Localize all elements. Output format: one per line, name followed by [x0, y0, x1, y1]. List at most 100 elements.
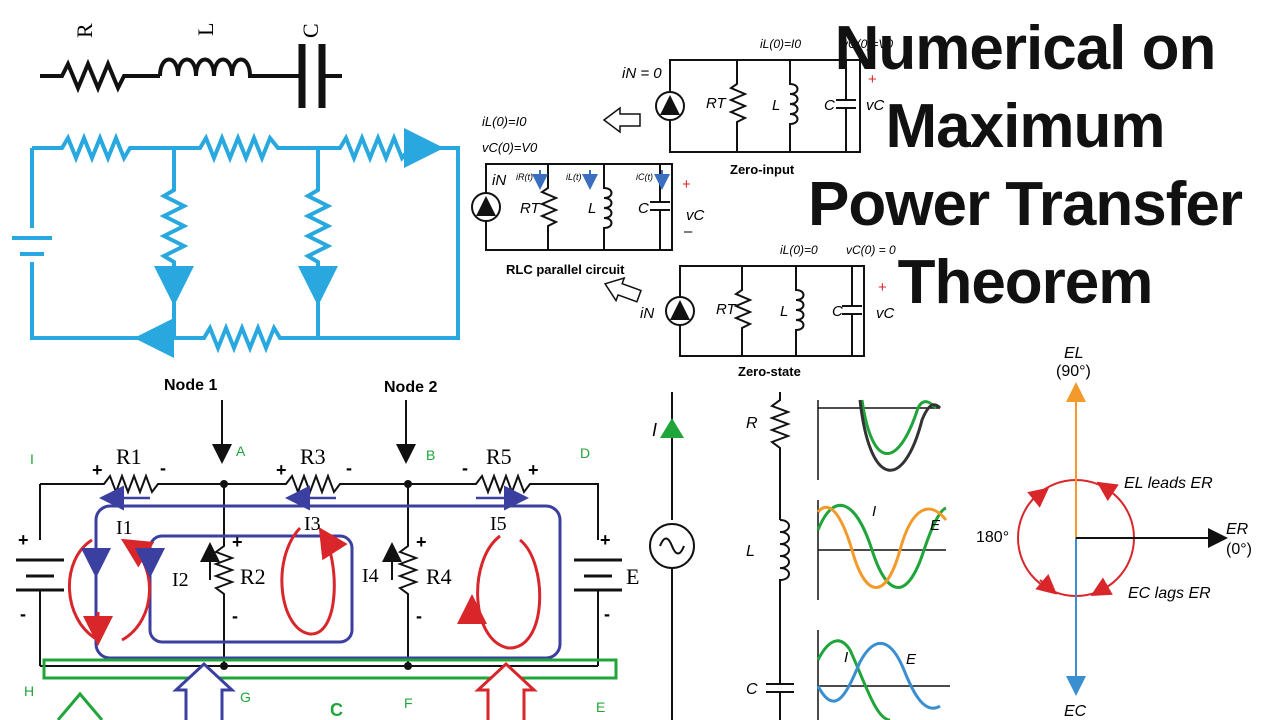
zero-input-vc-init: vC(0)=V0 [842, 37, 893, 51]
rlc-l-label: L [193, 23, 218, 36]
rlc-r-label: R [72, 23, 97, 38]
node-d-label: D [580, 445, 590, 461]
batt-right-plus: + [600, 530, 611, 550]
node2-label: Node 2 [384, 379, 437, 396]
r4-label: R4 [426, 564, 452, 589]
parallel-ic-label: iC(t) [636, 172, 653, 182]
title-line-4: Theorem [897, 248, 1154, 317]
parallel-rlc-circuit [471, 163, 673, 251]
zero-input-vc-label: vC [866, 97, 885, 114]
i3-label: I3 [304, 513, 321, 535]
phasor-er-label: ER [1226, 521, 1249, 538]
rlc-c-label: C [298, 23, 323, 38]
zero-state-il-init: iL(0)=0 [780, 243, 818, 257]
source-current-label: I [652, 420, 657, 440]
battery-e-label: E [626, 564, 639, 589]
zero-state-plus: + [878, 279, 887, 296]
parallel-il-init: iL(0)=I0 [482, 114, 527, 129]
r1-label: R1 [116, 444, 142, 469]
r3-plus: + [276, 460, 287, 480]
inductor-wave-i-label: I [872, 503, 876, 520]
parallel-c-label: C [638, 200, 649, 217]
current-arrow-icon [660, 418, 684, 438]
node-a-label: A [236, 443, 246, 459]
parallel-source-label: iN [492, 172, 506, 189]
mesh-loops [42, 504, 618, 680]
video-title: Numerical on Maximum Power Transfer Theo… [770, 10, 1280, 322]
batt-left-minus: - [20, 604, 26, 624]
parallel-il-label: iL(t) [566, 172, 582, 182]
i4-label: I4 [362, 565, 379, 587]
phasor-leads-label: EL leads ER [1124, 475, 1213, 492]
node-b-label: B [426, 447, 435, 463]
phasor-el-label: EL [1064, 345, 1084, 362]
zero-state-source-label: iN [640, 305, 654, 322]
node-h-label: H [24, 683, 34, 699]
node-c-label: C [330, 700, 343, 720]
r3-label: R3 [300, 444, 326, 469]
zero-input-in-label: iN = 0 [622, 65, 662, 82]
rlc-column [766, 392, 794, 720]
r2-plus: + [232, 532, 243, 552]
phasor-ec-label: EC [1064, 703, 1087, 720]
parallel-vc-init: vC(0)=V0 [482, 140, 538, 155]
zero-state-vc-label: vC [876, 305, 895, 322]
blue-ladder-circuit [12, 128, 460, 358]
capacitor-wave-i-label: I [844, 649, 848, 666]
phasor-diagram [1017, 382, 1228, 696]
zero-input-plus: + [868, 71, 877, 88]
zero-input-rt-label: RT [706, 95, 728, 112]
mesh-bottom-arrows [56, 661, 538, 720]
title-line-2: Maximum [885, 92, 1166, 161]
capacitor-waveform [816, 630, 950, 720]
node1-label: Node 1 [164, 377, 217, 394]
r3-minus: - [346, 458, 352, 478]
parallel-ir-label: iR(t) [516, 172, 533, 182]
title-line-1: Numerical on [834, 14, 1217, 83]
zero-input-c-label: C [824, 97, 835, 114]
ac-source-circuit [649, 392, 695, 720]
zero-state-arrow [603, 276, 642, 303]
r2-minus: - [232, 606, 238, 626]
zero-state-caption: Zero-state [738, 364, 801, 379]
node-e-label: E [596, 699, 605, 715]
zero-input-circuit [655, 59, 861, 153]
r1-plus: + [92, 460, 103, 480]
i5-label: I5 [490, 513, 507, 535]
batt-left-plus: + [18, 530, 29, 550]
resistor-waveform [817, 399, 942, 480]
wave-r-label: R [746, 415, 758, 432]
zero-state-c-label: C [832, 303, 843, 320]
mesh-circuit-wires [16, 400, 622, 667]
r1-minus: - [160, 458, 166, 478]
parallel-l-label: L [588, 200, 596, 217]
phasor-er-deg: (0°) [1226, 541, 1252, 558]
zero-input-arrow [602, 106, 641, 134]
r5-minus: - [462, 458, 468, 478]
rlc-series-symbols [40, 44, 342, 108]
inductor-wave-e-label: E [930, 517, 941, 534]
zero-state-rt-label: RT [716, 301, 738, 318]
r5-label: R5 [486, 444, 512, 469]
phasor-el-deg: (90°) [1056, 363, 1091, 380]
wave-l-label: L [746, 543, 755, 560]
zero-input-il-init: iL(0)=I0 [760, 37, 801, 51]
node-f-label: F [404, 695, 413, 711]
parallel-minus: – [684, 223, 693, 240]
phasor-lags-label: EC lags ER [1128, 585, 1211, 602]
i2-label: I2 [172, 569, 189, 591]
node-i-label: I [30, 451, 34, 467]
r5-plus: + [528, 460, 539, 480]
parallel-rt-label: RT [520, 200, 542, 217]
r2-label: R2 [240, 564, 266, 589]
node-g-label: G [240, 689, 251, 705]
capacitor-wave-e-label: E [906, 651, 917, 668]
batt-right-minus: - [604, 604, 610, 624]
zero-state-vc-init: vC(0) = 0 [846, 243, 896, 257]
parallel-plus: + [682, 176, 691, 193]
zero-input-l-label: L [772, 97, 780, 114]
r4-plus: + [416, 532, 427, 552]
inductor-waveform [816, 500, 948, 600]
